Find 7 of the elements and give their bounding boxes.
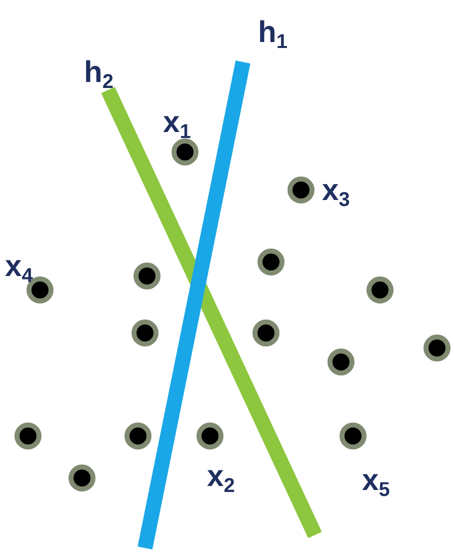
line-label: h$_{1}$ bbox=[258, 18, 288, 52]
point-label: x$_{1}$ bbox=[163, 108, 191, 142]
point-label: x$_{5}$ bbox=[362, 466, 390, 500]
point-label: x$_{3}$ bbox=[322, 176, 350, 210]
point-label: x$_{4}$ bbox=[5, 252, 33, 286]
line-label: h$_{2}$ bbox=[84, 58, 114, 92]
point-label: x$_{2}$ bbox=[207, 462, 235, 496]
